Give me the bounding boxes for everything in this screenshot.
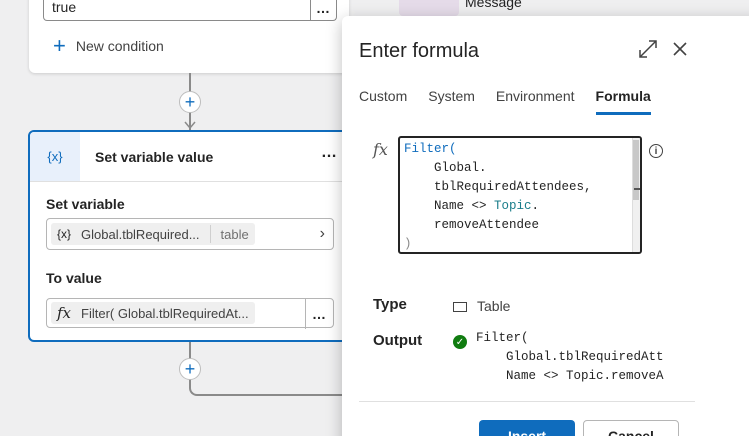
new-condition-label: New condition (75, 38, 164, 54)
add-node-button[interactable]: + (179, 91, 201, 113)
to-value-more-button[interactable]: … (305, 299, 333, 329)
editor-scrollbar[interactable] (632, 138, 640, 252)
add-node-button[interactable]: + (179, 358, 201, 380)
to-value-field[interactable]: fx Filter( Global.tblRequiredAt... … (46, 298, 334, 329)
formula-editor[interactable]: Filter( Global. tblRequiredAttendees, Na… (398, 136, 642, 254)
set-variable-card[interactable]: {x} Set variable value … Set variable {x… (28, 130, 350, 342)
tab-environment[interactable]: Environment (495, 88, 575, 104)
formula-line: tblRequiredAttendees, (404, 180, 592, 194)
message-node-icon[interactable] (399, 0, 459, 16)
set-variable-more-button[interactable]: … (321, 144, 338, 161)
condition-value: true (52, 0, 77, 15)
formula-line: Global. (404, 161, 487, 175)
table-type-icon (453, 302, 467, 312)
set-variable-label: Set variable (46, 196, 125, 212)
plus-icon: + (184, 359, 196, 379)
variable-icon: {x} (57, 227, 72, 241)
chevron-right-icon[interactable]: › (319, 225, 325, 242)
condition-more-button[interactable]: … (310, 0, 336, 20)
chip-divider (209, 225, 211, 243)
tab-system[interactable]: System (428, 88, 475, 104)
output-label: Output (373, 332, 423, 349)
insert-button[interactable]: Insert (479, 420, 575, 436)
output-line: Global.tblRequiredAtt (476, 350, 664, 364)
tab-formula[interactable]: Formula (595, 88, 651, 115)
fx-icon: fx (373, 140, 388, 159)
dialog-divider (359, 401, 695, 402)
formula-preview: Filter( Global.tblRequiredAt... (81, 305, 249, 321)
set-variable-header: {x} Set variable value … (30, 132, 348, 182)
type-label: Type (373, 296, 407, 313)
condition-input[interactable]: true … (43, 0, 337, 21)
scrollbar-thumb[interactable] (633, 140, 639, 200)
set-variable-title: Set variable value (95, 149, 214, 165)
info-icon[interactable]: i (649, 144, 663, 158)
plus-icon: + (53, 33, 66, 58)
message-node-label[interactable]: Message (465, 0, 522, 10)
formula-line: Name <> Topic. (404, 199, 540, 213)
output-line: Filter( (476, 331, 529, 345)
branch-connector (189, 380, 359, 396)
tab-custom[interactable]: Custom (359, 88, 408, 104)
cancel-button[interactable]: Cancel (583, 420, 679, 436)
output-line: Name <> Topic.removeA (476, 369, 664, 383)
output-preview: Filter( Global.tblRequiredAtt Name <> To… (476, 329, 666, 389)
variable-name: Global.tblRequired... (81, 226, 200, 242)
formula-line: Filter( (404, 142, 457, 156)
formula-text[interactable]: Filter( Global. tblRequiredAttendees, Na… (404, 140, 592, 252)
expand-icon[interactable] (637, 38, 659, 60)
checkmark-icon: ✓ (453, 335, 467, 349)
dialog-title: Enter formula (359, 40, 480, 62)
variable-icon: {x} (30, 132, 80, 181)
variable-chip[interactable]: {x} Global.tblRequired... table (51, 223, 255, 245)
formula-chip[interactable]: fx Filter( Global.tblRequiredAt... (51, 302, 255, 324)
close-icon[interactable] (669, 38, 691, 60)
formula-tabs: Custom System Environment Formula (359, 88, 672, 115)
set-variable-field[interactable]: {x} Global.tblRequired... table › (46, 218, 334, 250)
type-value: Table (477, 298, 511, 314)
new-condition-button[interactable]: + New condition (53, 35, 164, 57)
condition-card: true … + New condition (29, 0, 349, 73)
to-value-label: To value (46, 270, 102, 286)
scrollbar-marker (634, 188, 640, 190)
enter-formula-dialog: Enter formula Custom System Environment … (342, 16, 749, 436)
fx-icon: fx (57, 304, 72, 322)
plus-icon: + (184, 92, 196, 112)
topic-token: Topic (494, 199, 532, 213)
arrow-down-icon (184, 121, 196, 130)
variable-type: table (220, 226, 249, 242)
formula-line: removeAttendee (404, 218, 540, 232)
formula-line: ) (404, 237, 412, 251)
